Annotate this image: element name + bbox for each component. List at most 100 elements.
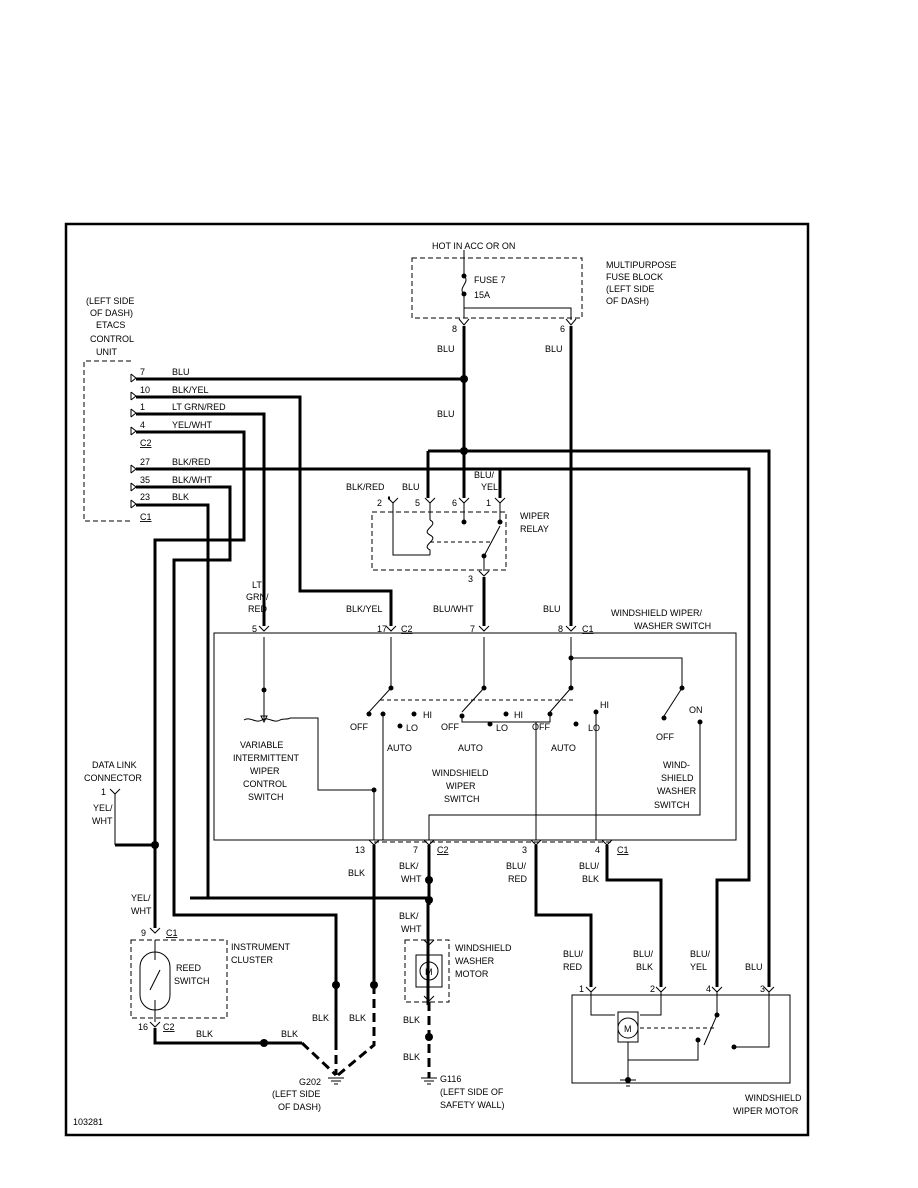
svg-text:INTERMITTENT: INTERMITTENT <box>233 753 299 763</box>
etacs-control-unit: (LEFT SIDE OF DASH) ETACS CONTROL UNIT 7… <box>83 296 226 522</box>
svg-text:3: 3 <box>760 984 765 994</box>
svg-text:1: 1 <box>579 984 584 994</box>
svg-text:INSTRUMENT: INSTRUMENT <box>231 942 290 952</box>
svg-text:1: 1 <box>140 402 145 412</box>
svg-text:BLU: BLU <box>745 962 763 972</box>
svg-text:RED: RED <box>248 604 268 614</box>
svg-text:MULTIPURPOSE: MULTIPURPOSE <box>606 260 676 270</box>
svg-text:BLU: BLU <box>402 482 420 492</box>
svg-text:FUSE 7: FUSE 7 <box>474 275 506 285</box>
svg-text:3: 3 <box>468 574 473 584</box>
svg-text:8: 8 <box>558 624 563 634</box>
svg-text:BLK: BLK <box>636 962 653 972</box>
svg-text:BLU/: BLU/ <box>690 949 711 959</box>
svg-text:YEL/: YEL/ <box>131 893 151 903</box>
svg-text:HI: HI <box>600 700 609 710</box>
svg-text:SWITCH: SWITCH <box>654 800 690 810</box>
svg-text:CONTROL: CONTROL <box>90 334 134 344</box>
svg-text:SHIELD: SHIELD <box>661 773 694 783</box>
svg-text:BLU/: BLU/ <box>506 861 527 871</box>
svg-text:BLK/RED: BLK/RED <box>172 457 211 467</box>
svg-text:WASHER: WASHER <box>657 786 697 796</box>
svg-text:SAFETY WALL): SAFETY WALL) <box>440 1100 505 1110</box>
svg-text:BLK: BLK <box>348 868 365 878</box>
svg-text:(LEFT SIDE: (LEFT SIDE <box>86 296 134 306</box>
svg-text:35: 35 <box>140 475 150 485</box>
wiper-motor: BLU/ RED BLU/ BLK BLU/ YEL BLU 1 2 4 3 M… <box>563 949 802 1116</box>
svg-text:WIPER MOTOR: WIPER MOTOR <box>733 1106 799 1116</box>
svg-text:C1: C1 <box>582 624 594 634</box>
svg-text:WIPER: WIPER <box>520 511 550 521</box>
svg-text:YEL: YEL <box>481 482 498 492</box>
svg-text:RED: RED <box>508 874 528 884</box>
svg-text:OFF: OFF <box>532 722 550 732</box>
svg-text:7: 7 <box>140 367 145 377</box>
svg-text:OF DASH): OF DASH) <box>278 1102 321 1112</box>
svg-text:BLU/: BLU/ <box>579 861 600 871</box>
svg-text:BLK/YEL: BLK/YEL <box>346 604 383 614</box>
svg-text:HI: HI <box>514 710 523 720</box>
svg-text:2: 2 <box>377 498 382 508</box>
svg-text:WHT: WHT <box>131 906 152 916</box>
svg-text:AUTO: AUTO <box>551 743 576 753</box>
svg-text:REED: REED <box>176 963 202 973</box>
svg-text:BLK/: BLK/ <box>399 911 419 921</box>
svg-text:OFF: OFF <box>656 732 674 742</box>
svg-text:17: 17 <box>377 624 387 634</box>
svg-text:BLK: BLK <box>349 1013 366 1023</box>
svg-text:AUTO: AUTO <box>458 743 483 753</box>
svg-text:OF DASH): OF DASH) <box>90 308 133 318</box>
hot-label: HOT IN ACC OR ON <box>432 241 515 251</box>
svg-text:WINDSHIELD WIPER/: WINDSHIELD WIPER/ <box>611 608 703 618</box>
svg-text:4: 4 <box>595 845 600 855</box>
svg-text:5: 5 <box>252 624 257 634</box>
svg-text:15A: 15A <box>474 290 490 300</box>
svg-text:(LEFT SIDE: (LEFT SIDE <box>606 284 654 294</box>
svg-text:RELAY: RELAY <box>520 524 549 534</box>
svg-text:BLU: BLU <box>172 367 190 377</box>
svg-text:C1: C1 <box>140 512 152 522</box>
svg-text:3: 3 <box>522 845 527 855</box>
svg-text:LT GRN/RED: LT GRN/RED <box>172 402 226 412</box>
svg-text:(LEFT SIDE OF: (LEFT SIDE OF <box>440 1087 504 1097</box>
svg-text:WINDSHIELD: WINDSHIELD <box>745 1093 802 1103</box>
wiper-washer-switch: WINDSHIELD WIPER/ WASHER SWITCH 5 17 C2 … <box>213 608 737 855</box>
svg-text:M: M <box>425 967 433 977</box>
svg-text:BLK/RED: BLK/RED <box>346 482 385 492</box>
washer-motor: BLK/ WHT M WINDSHIELD WASHER MOTOR BLK B… <box>399 905 512 1085</box>
diagram-frame <box>64 222 810 1137</box>
svg-text:WINDSHIELD: WINDSHIELD <box>455 943 512 953</box>
svg-text:BLU: BLU <box>437 409 455 419</box>
svg-text:5: 5 <box>415 498 420 508</box>
svg-text:9: 9 <box>141 928 146 938</box>
svg-text:SWITCH: SWITCH <box>248 792 284 802</box>
document-number: 103281 <box>73 1117 103 1127</box>
svg-text:C2: C2 <box>140 438 152 448</box>
svg-text:C2: C2 <box>401 624 413 634</box>
data-link-connector: DATA LINK CONNECTOR 1 YEL/ WHT <box>84 760 159 849</box>
svg-text:OFF: OFF <box>441 722 459 732</box>
svg-text:ON: ON <box>689 705 703 715</box>
svg-text:YEL/WHT: YEL/WHT <box>172 420 213 430</box>
svg-text:CONNECTOR: CONNECTOR <box>84 773 142 783</box>
svg-text:BLK/: BLK/ <box>399 861 419 871</box>
svg-text:G202: G202 <box>299 1077 321 1087</box>
fuse-block: HOT IN ACC OR ON MULTIPURPOSE FUSE BLOCK… <box>411 241 676 334</box>
svg-text:BLU/WHT: BLU/WHT <box>433 604 474 614</box>
svg-text:FUSE BLOCK: FUSE BLOCK <box>606 272 663 282</box>
svg-text:BLK: BLK <box>172 492 189 502</box>
svg-text:M: M <box>624 1024 632 1034</box>
svg-text:WASHER: WASHER <box>455 956 495 966</box>
svg-text:C1: C1 <box>166 928 178 938</box>
svg-text:BLU/: BLU/ <box>474 470 495 480</box>
svg-text:SWITCH: SWITCH <box>174 976 210 986</box>
svg-text:BLU: BLU <box>543 604 561 614</box>
svg-text:6: 6 <box>560 324 565 334</box>
svg-text:YEL: YEL <box>690 962 707 972</box>
wiper-motor-icon <box>617 1017 639 1039</box>
svg-text:4: 4 <box>140 420 145 430</box>
svg-text:7: 7 <box>413 845 418 855</box>
svg-text:BLU: BLU <box>437 344 455 354</box>
svg-text:VARIABLE: VARIABLE <box>240 740 283 750</box>
